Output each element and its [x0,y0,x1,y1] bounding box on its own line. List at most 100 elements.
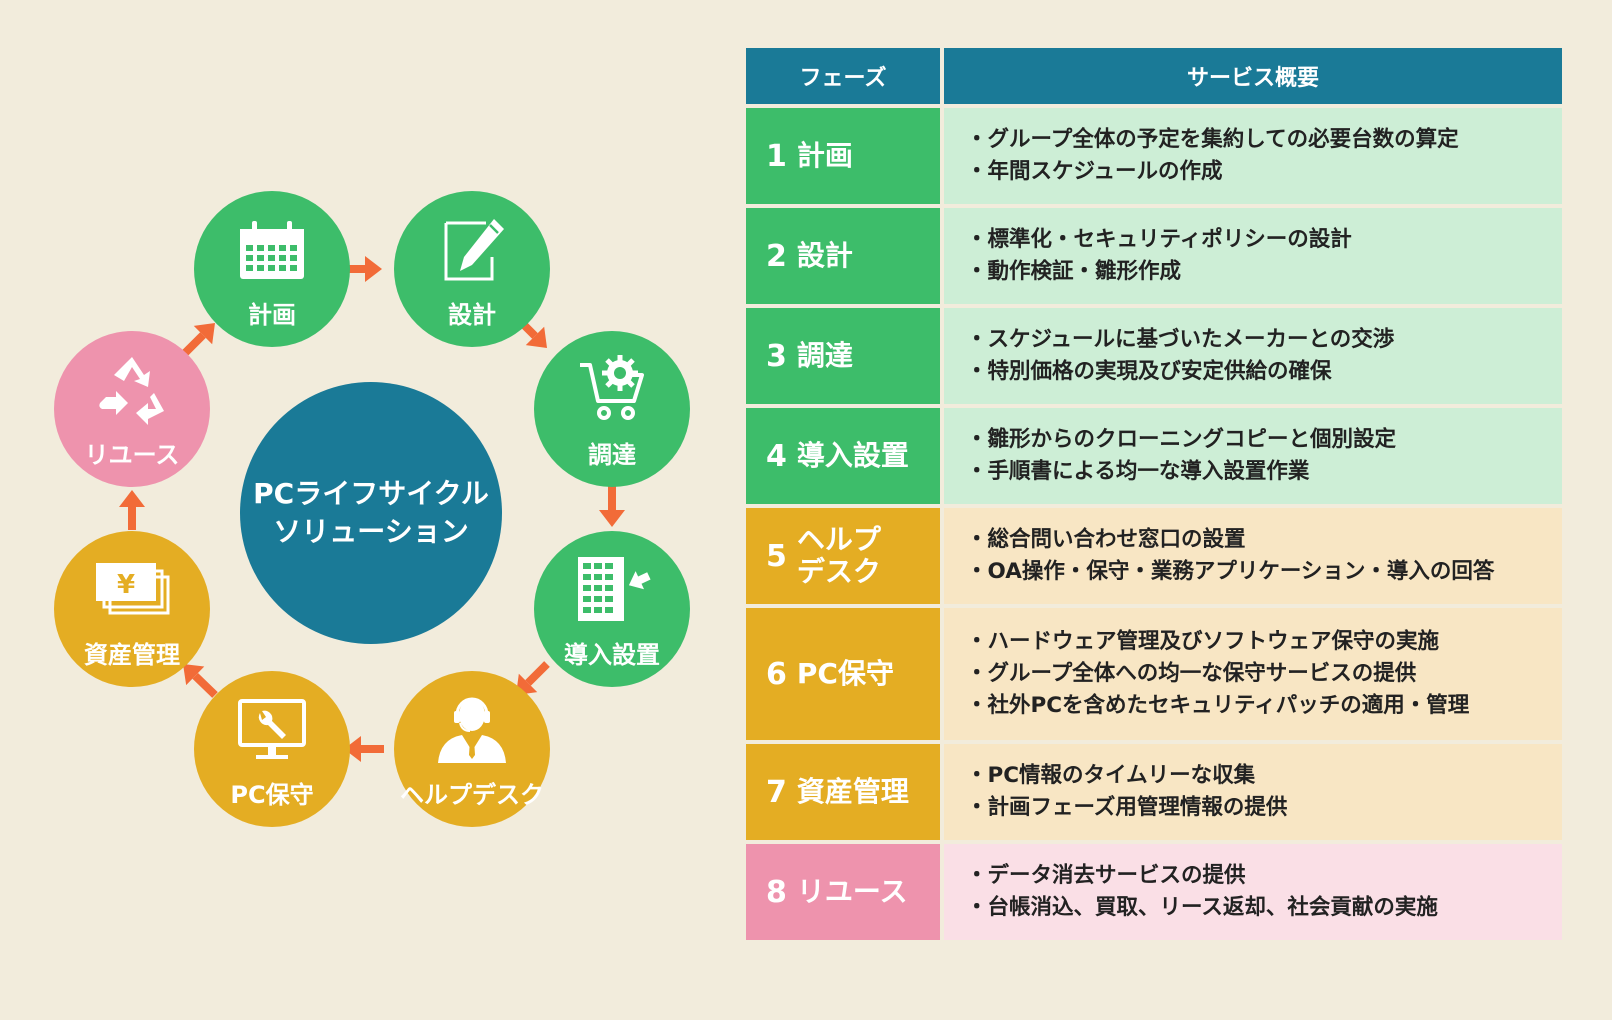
phase-number: 4 [766,438,787,474]
phase-name: PC保守 [797,658,894,690]
cycle-arrow [599,485,625,527]
node-sekkei: 設計 [394,191,550,347]
phase-name-line: 資産管理 [796,775,909,808]
phase-name: ヘルプデスク [797,524,881,588]
phase-name: リユース [797,876,908,908]
node-dounyuu: 導入設置 [534,531,690,687]
phase-name-line: PC保守 [796,657,894,690]
phase-cell: 3 調達 [746,308,940,404]
node-keikaku: 計画 [194,191,350,347]
node-reuse: リユース [54,331,210,487]
phase-name-line: 導入設置 [796,439,909,472]
cycle-arrow [344,736,384,762]
service-cell: ・雛形からのクローニングコピーと個別設定・手順書による均一な導入設置作業 [944,408,1562,504]
monitor-wrench-icon [194,693,350,765]
node-label-shisan: 資産管理 [84,641,180,669]
service-bullet: ・社外PCを含めたセキュリティパッチの適用・管理 [966,693,1470,718]
operator-headset-icon [394,693,550,765]
table-row: 4 導入設置 ・雛形からのクローニングコピーと個別設定・手順書による均一な導入設置作… [746,408,1562,504]
center-circle: PCライフサイクル ソリューション [240,382,502,644]
service-cell: ・データ消去サービスの提供・台帳消込、買取、リース返却、社会貢献の実施 [944,844,1562,940]
phase-name-line: リユース [796,875,908,908]
service-bullet: ・グループ全体の予定を集約しての必要台数の算定 [966,127,1459,152]
service-bullet: ・OA操作・保守・業務アプリケーション・導入の回答 [966,559,1495,584]
service-bullet: ・スケジュールに基づいたメーカーとの交渉 [966,327,1395,352]
cart-gear-icon [534,353,690,425]
table-row: 8 リユース ・データ消去サービスの提供・台帳消込、買取、リース返却、社会貢献の実施 [746,844,1562,940]
center-title-line1: PCライフサイクル [253,477,489,510]
phase-name-line: デスク [796,555,881,588]
phase-cell: 1 計画 [746,108,940,204]
table-header-row: フェーズ サービス概要 [746,48,1562,104]
phase-number: 2 [766,238,787,274]
pencil-icon [394,213,550,285]
service-cell: ・PC情報のタイムリーな収集・計画フェーズ用管理情報の提供 [944,744,1562,840]
phase-name-line: 計画 [796,139,853,172]
service-cell: ・標準化・セキュリティポリシーの設計・動作検証・雛形作成 [944,208,1562,304]
svg-text:¥: ¥ [117,570,135,600]
table-row: 6 PC保守 ・ハードウェア管理及びソフトウェア保守の実施・グループ全体への均一な保… [746,608,1562,740]
cycle-arrow [119,490,145,530]
service-bullet: ・標準化・セキュリティポリシーの設計 [966,227,1352,252]
node-shisan: ¥ 資産管理 [54,531,210,687]
phase-name-line: 設計 [796,239,853,272]
service-bullet: ・雛形からのクローニングコピーと個別設定 [966,427,1397,452]
phase-cell: 8 リユース [746,844,940,940]
service-bullet: ・特別価格の実現及び安定供給の確保 [966,359,1332,384]
phase-name: 資産管理 [797,776,909,808]
table-row: 5 ヘルプデスク ・総合問い合わせ窓口の設置・OA操作・保守・業務アプリケーション・… [746,508,1562,604]
yen-bills-icon: ¥ [54,553,210,625]
service-bullet: ・台帳消込、買取、リース返却、社会貢献の実施 [966,895,1438,920]
phase-cell: 2 設計 [746,208,940,304]
cycle-arrow [180,323,215,358]
service-bullet: ・動作検証・雛形作成 [966,259,1182,284]
recycle-icon [54,353,210,425]
cycle-arrows [119,256,625,762]
node-label-keikaku: 計画 [248,301,296,329]
node-label-reuse: リユース [84,441,180,469]
service-bullet: ・年間スケジュールの作成 [966,159,1223,184]
node-choutatsu: 調達 [534,331,690,487]
phase-number: 6 [766,656,787,692]
table-row: 7 資産管理 ・PC情報のタイムリーな収集・計画フェーズ用管理情報の提供 [746,744,1562,840]
phase-number: 7 [766,774,787,810]
node-helpdesk: ヘルプデスク [394,671,550,827]
service-cell: ・グループ全体の予定を集約しての必要台数の算定・年間スケジュールの作成 [944,108,1562,204]
phase-name: 調達 [797,340,853,372]
phase-name: 導入設置 [797,440,909,472]
service-cell: ・スケジュールに基づいたメーカーとの交渉・特別価格の実現及び安定供給の確保 [944,308,1562,404]
node-label-choutatsu: 調達 [588,441,636,469]
phase-cell: 7 資産管理 [746,744,940,840]
phase-cell: 5 ヘルプデスク [746,508,940,604]
phase-name: 設計 [797,240,853,272]
table-header-service: サービス概要 [944,48,1562,104]
phase-name-line: ヘルプ [796,523,881,556]
phase-name: 計画 [797,140,853,172]
table-row: 3 調達 ・スケジュールに基づいたメーカーとの交渉・特別価格の実現及び安定供給の確保 [746,308,1562,404]
phase-number: 5 [766,538,787,574]
node-label-helpdesk: ヘルプデスク [400,781,544,809]
service-bullet: ・データ消去サービスの提供 [966,863,1246,888]
cycle-arrow [183,664,218,698]
phase-table: フェーズ サービス概要 1 計画 ・グループ全体の予定を集約しての必要台数の算定・年… [746,48,1562,944]
node-label-sekkei: 設計 [448,301,496,329]
calendar-icon [194,213,350,285]
cycle-arrow [345,256,382,282]
service-bullet: ・グループ全体への均一な保守サービスの提供 [966,661,1417,686]
phase-number: 3 [766,338,787,374]
service-bullet: ・総合問い合わせ窓口の設置 [966,527,1246,552]
center-title-line2: ソリューション [273,515,469,548]
phase-number: 8 [766,874,787,910]
phase-cell: 4 導入設置 [746,408,940,504]
service-bullet: ・計画フェーズ用管理情報の提供 [966,795,1288,820]
phase-number: 1 [766,138,787,174]
building-arrow-icon [534,553,690,625]
table-row: 1 計画 ・グループ全体の予定を集約しての必要台数の算定・年間スケジュールの作成 [746,108,1562,204]
service-bullet: ・ハードウェア管理及びソフトウェア保守の実施 [966,629,1440,654]
service-bullet: ・PC情報のタイムリーな収集 [966,763,1256,788]
lifecycle-diagram: PCライフサイクル ソリューション 計画 [0,0,720,1020]
table-header-phase: フェーズ [746,48,940,104]
phase-name-line: 調達 [796,339,853,372]
table-row: 2 設計 ・標準化・セキュリティポリシーの設計・動作検証・雛形作成 [746,208,1562,304]
